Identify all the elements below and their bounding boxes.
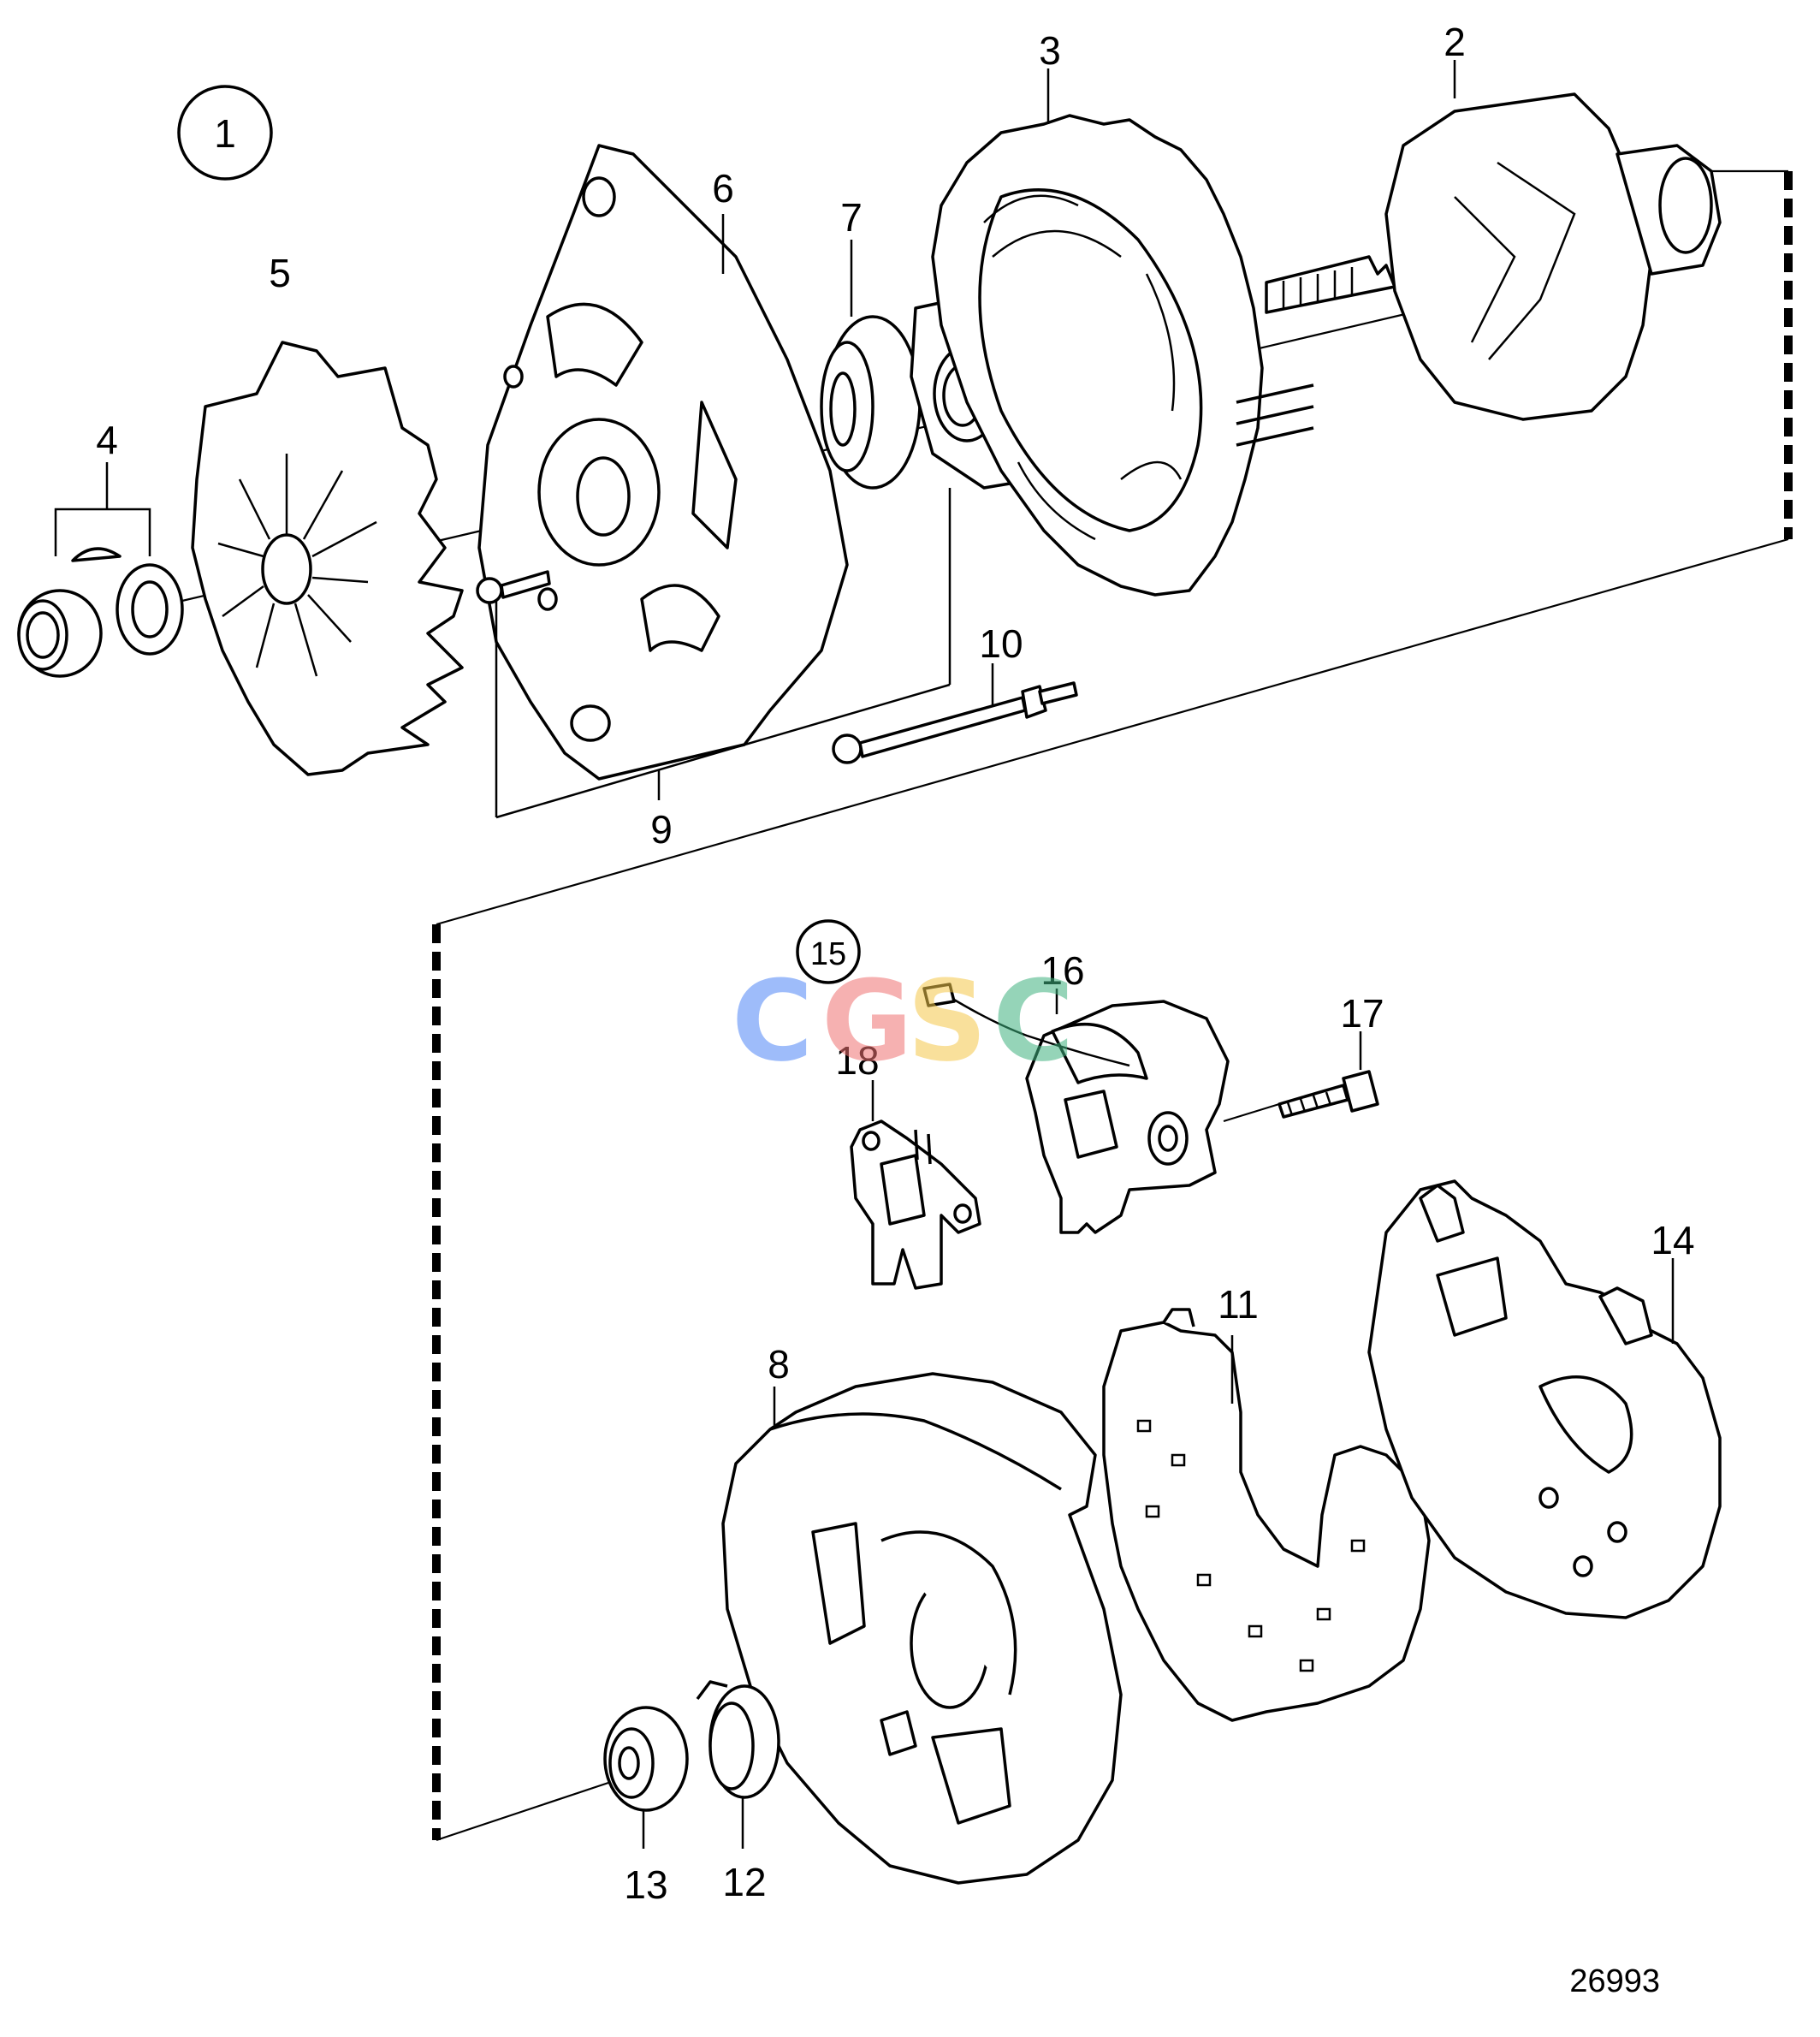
watermark-logo: C G S C <box>732 956 1074 1086</box>
callout-4: 4 <box>96 418 118 462</box>
rotor <box>1265 60 1722 421</box>
front-end-shield <box>477 144 849 781</box>
callout-3: 3 <box>1039 28 1061 73</box>
group-badge-15: 15 <box>796 919 861 984</box>
group-badge-15-text: 15 <box>810 936 846 972</box>
rectifier <box>1102 1308 1431 1722</box>
callout-8: 8 <box>768 1342 790 1387</box>
callout-17: 17 <box>1340 991 1384 1036</box>
callout-2: 2 <box>1444 20 1466 64</box>
regulator-screw <box>1223 1031 1379 1123</box>
seal-ring <box>696 1680 780 1849</box>
callout-9: 9 <box>650 807 673 852</box>
watermark-letter-2: G <box>821 956 913 1086</box>
voltage-regulator <box>922 983 1230 1234</box>
callout-18: 18 <box>835 1038 879 1083</box>
callout-16: 16 <box>1040 948 1084 993</box>
callout-14: 14 <box>1651 1218 1694 1262</box>
callout-6: 6 <box>712 166 734 211</box>
fan <box>191 341 464 776</box>
rear-bearing <box>603 1706 689 1849</box>
drawing-reference-number: 26993 <box>1569 1963 1660 1999</box>
group-badge-1: 1 <box>177 85 273 181</box>
callout-10: 10 <box>979 621 1023 666</box>
group-badge-1-text: 1 <box>214 111 236 156</box>
callout-11: 11 <box>1218 1282 1259 1327</box>
callout-5: 5 <box>269 251 291 295</box>
group-frame <box>432 169 1793 1842</box>
stator <box>931 68 1314 597</box>
rear-end-shield <box>721 1372 1123 1885</box>
mounting-screw <box>476 570 951 819</box>
callout-7: 7 <box>840 195 863 240</box>
nut-and-washer <box>17 462 184 678</box>
watermark-letter-4: C <box>993 956 1074 1086</box>
through-bolt <box>832 663 1078 764</box>
brush-holder <box>850 1080 981 1290</box>
callout-13: 13 <box>624 1862 667 1907</box>
rear-cover <box>1367 1179 1722 1619</box>
watermark-letter-1: C <box>732 956 813 1086</box>
watermark-letter-3: S <box>907 956 987 1086</box>
front-bearing <box>820 240 922 490</box>
callout-12: 12 <box>722 1860 766 1904</box>
